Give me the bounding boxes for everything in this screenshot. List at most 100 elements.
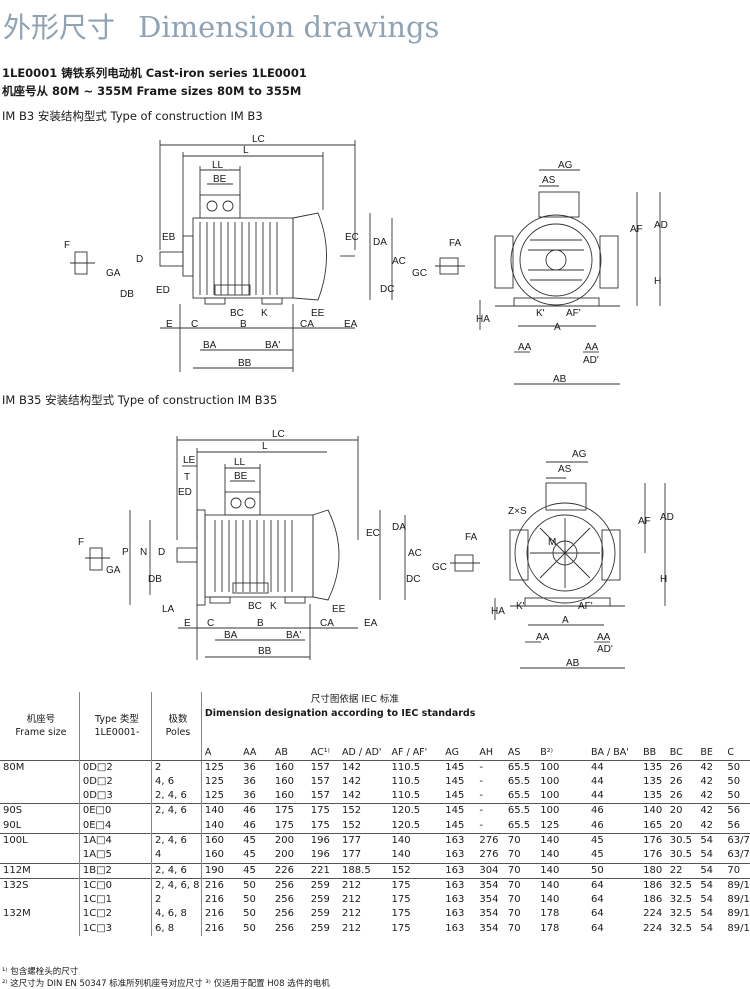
cell-value: 160 (200, 832, 241, 849)
cell-poles: 4 (151, 848, 202, 864)
cell-value: 186 (643, 894, 663, 906)
b3-aa-left: AA (518, 342, 532, 353)
cell-value: 100 (540, 775, 560, 787)
cell-poles: 2 (151, 759, 202, 775)
cell-value: 177 (339, 832, 389, 849)
cell-poles: 4, 6 (151, 774, 202, 790)
cell-value: 140 (537, 862, 588, 879)
cell-value: 142 (342, 790, 362, 802)
b3-ca: CA (300, 319, 314, 330)
cell-value: 70 (724, 862, 750, 879)
b3-af: AF (630, 224, 643, 235)
cell-value: 175 (274, 819, 294, 831)
cell-value: 152 (339, 803, 389, 819)
cell-value: 176 (643, 849, 663, 861)
cell-value: 65.5 (504, 803, 538, 819)
b35-db: DB (148, 574, 162, 585)
column-header: BC (666, 722, 698, 761)
cell-value: 200 (271, 832, 308, 849)
cell-value: 54 (697, 862, 725, 879)
cell-value: 65.5 (507, 790, 531, 802)
b35-h: H (660, 574, 667, 585)
cell-value: 54 (700, 849, 714, 861)
cell-value: 160 (274, 790, 294, 802)
header-poles: 极数 Poles (151, 692, 202, 760)
cell-value: 65.5 (504, 759, 538, 775)
b3-bc: BC (230, 308, 244, 319)
b35-c: C (207, 618, 214, 629)
cell-value: 100 (537, 803, 588, 819)
cell-value: 125 (540, 819, 560, 831)
cell-value: 89/1 (727, 894, 750, 906)
cell-value: 100 (540, 790, 560, 802)
cell-value: 157 (310, 775, 330, 787)
b35-bb: BB (258, 646, 272, 657)
b3-ab: AB (553, 374, 567, 385)
cell-value: 32.5 (669, 908, 692, 920)
cell-value: 216 (200, 893, 241, 908)
b3-aa-right: AA (585, 342, 599, 353)
column-header: A (200, 722, 241, 761)
cell-value: 276 (476, 832, 505, 849)
cell-value: 56 (727, 819, 741, 831)
cell-type: 0E□0 (78, 803, 152, 819)
column-header: AD / AD' (339, 722, 389, 761)
cell-poles: 2, 4, 6 (151, 862, 202, 879)
b3-ga: GA (106, 268, 121, 279)
cell-value: 160 (200, 848, 241, 864)
b3-ba: BA (203, 340, 217, 351)
cell-poles: 4, 6, 8 (151, 907, 202, 922)
cell-value: 196 (310, 849, 330, 861)
b3-d: D (136, 254, 143, 265)
b35-ec: EC (366, 528, 380, 539)
cell-value: 65.5 (507, 775, 531, 787)
cell-value: 140 (391, 849, 411, 861)
b35-le: LE (183, 455, 196, 466)
cell-type: 1A□5 (78, 848, 152, 864)
cell-type: 0E□4 (78, 818, 152, 834)
b35-dc: DC (406, 574, 420, 585)
cell-value: 45 (590, 849, 604, 861)
cell-value: 45 (587, 832, 641, 849)
cell-value: 354 (479, 908, 499, 920)
title-en: Dimension drawings (138, 10, 440, 44)
b35-ll: LL (234, 457, 246, 468)
cell-value: 22 (666, 862, 698, 879)
b3-k2: K' (536, 308, 545, 319)
header-type: Type 类型 1LE0001- (78, 692, 152, 760)
cell-value: 256 (274, 922, 294, 934)
cell-value: 20 (666, 803, 698, 819)
column-header: BB (640, 722, 667, 761)
cell-value: 110.5 (391, 790, 421, 802)
b3-ll: LL (212, 160, 224, 171)
cell-value: 42 (700, 775, 714, 787)
cell-value: 212 (342, 894, 362, 906)
cell-frame-size (0, 775, 79, 789)
cell-value: 163 (445, 922, 465, 934)
b35-f: F (78, 537, 84, 548)
cell-type: 1C□2 (78, 907, 152, 922)
b35-aa-left: AA (536, 632, 550, 643)
cell-value: 54 (697, 832, 725, 849)
cell-value: 276 (479, 849, 499, 861)
b35-ha: HA (491, 606, 505, 617)
cell-value: 120.5 (391, 819, 421, 831)
cell-frame-size: 90S (0, 803, 80, 819)
cell-value: 54 (700, 894, 714, 906)
column-header: BA / BA' (587, 722, 641, 761)
cell-value: - (479, 819, 483, 831)
cell-type: 1A□4 (78, 832, 152, 849)
dimension-table: 机座号 Frame size Type 类型 1LE0001- 极数 Poles… (0, 692, 750, 937)
cell-value: 175 (388, 877, 443, 894)
b35-n: N (140, 547, 147, 558)
cell-value: 42 (700, 790, 714, 802)
header-iec-group: 尺寸图依据 IEC 标准 Dimension designation accor… (200, 692, 750, 722)
b3-ea: EA (344, 319, 358, 330)
cell-poles: 2, 4, 6 (151, 789, 202, 804)
cell-value: 64 (587, 877, 641, 894)
b35-t: T (184, 472, 190, 483)
